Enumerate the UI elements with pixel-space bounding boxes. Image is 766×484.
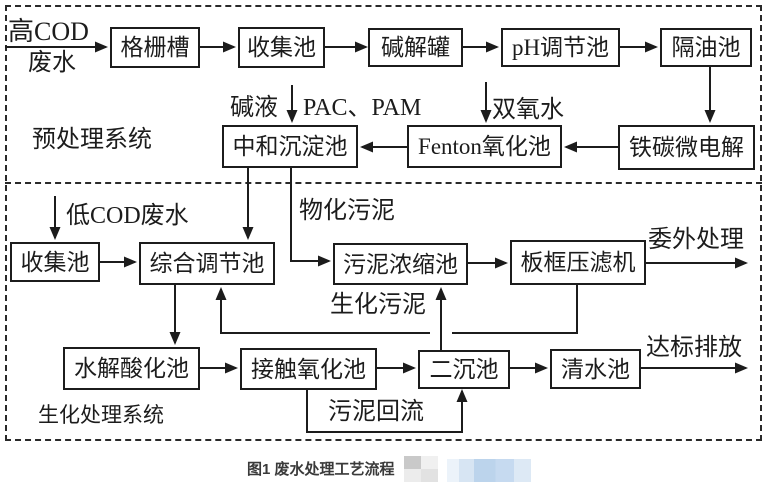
label-pac-pam: PAC、PAM bbox=[303, 95, 422, 121]
node-alkaline-tank: 碱解罐 bbox=[368, 28, 463, 67]
redacted-block-blue bbox=[447, 459, 531, 482]
diagram-dashed-border bbox=[5, 5, 762, 441]
redacted-block-gray bbox=[404, 456, 438, 482]
node-iron-carbon: 铁碳微电解 bbox=[618, 125, 755, 170]
node-collection-pool-1: 收集池 bbox=[238, 27, 325, 68]
node-neutralization-pool: 中和沉淀池 bbox=[222, 125, 358, 168]
node-oil-separator: 隔油池 bbox=[660, 28, 752, 67]
label-biochemical-sludge: 生化污泥 bbox=[330, 292, 426, 318]
node-regulating-pool: 综合调节池 bbox=[139, 242, 275, 285]
node-clean-water-pool: 清水池 bbox=[550, 349, 641, 389]
label-outsourced-treatment: 委外处理 bbox=[648, 227, 744, 253]
line-filterpress-return-right bbox=[452, 285, 578, 334]
node-grid-trough: 格栅槽 bbox=[110, 27, 200, 68]
label-hydrogen-peroxide: 双氧水 bbox=[492, 97, 564, 123]
node-filter-press: 板框压滤机 bbox=[510, 240, 646, 285]
label-sludge-return: 污泥回流 bbox=[328, 399, 424, 425]
label-low-cod: 低COD废水 bbox=[66, 203, 189, 229]
label-high-cod-line1: 高COD bbox=[8, 17, 89, 46]
arrow-neutralization-to-thickener bbox=[290, 168, 331, 267]
label-high-cod-line2: 废水 bbox=[28, 50, 76, 76]
label-biochemical-section: 生化处理系统 bbox=[38, 403, 164, 427]
label-alkali: 碱液 bbox=[230, 95, 278, 121]
arrow-filterpress-return-left bbox=[215, 287, 430, 334]
label-standard-discharge: 达标排放 bbox=[646, 335, 742, 361]
node-contact-oxidation-pool: 接触氧化池 bbox=[240, 348, 377, 390]
node-ph-adjust-pool: pH调节池 bbox=[501, 28, 620, 67]
label-pretreatment-section: 预处理系统 bbox=[32, 127, 152, 153]
label-physicochemical-sludge: 物化污泥 bbox=[299, 198, 395, 224]
node-secondary-sedimentation-pool: 二沉池 bbox=[418, 350, 510, 389]
node-sludge-thickener: 污泥浓缩池 bbox=[333, 243, 468, 285]
node-fenton-pool: Fenton氧化池 bbox=[407, 125, 562, 168]
arrow-sludge-return-loop bbox=[306, 389, 468, 433]
figure-caption: 图1 废水处理工艺流程 bbox=[247, 461, 395, 478]
node-collection-pool-2: 收集池 bbox=[10, 242, 100, 282]
node-hydrolysis-pool: 水解酸化池 bbox=[63, 347, 200, 390]
section-divider-dashed-line bbox=[5, 182, 762, 184]
